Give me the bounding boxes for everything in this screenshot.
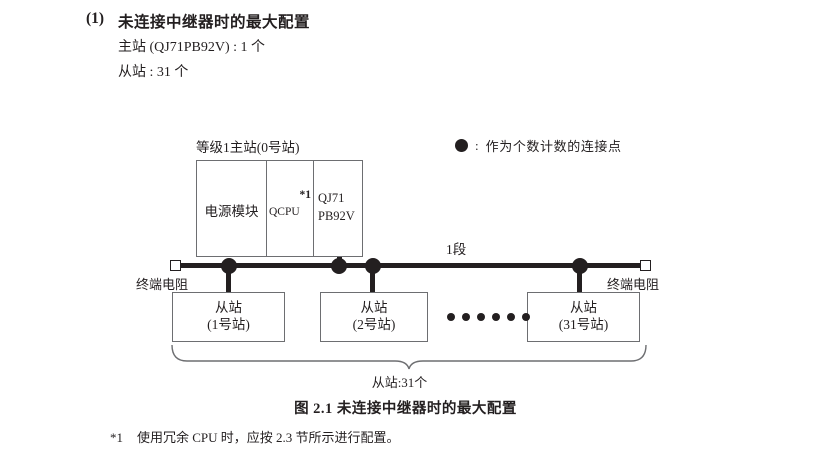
footnote: *1 使用冗余 CPU 时，应按 2.3 节所示进行配置。 [110,427,400,446]
spec-master-count: 主站 (QJ71PB92V) : 1 个 [118,40,266,55]
footnote-text: 使用冗余 CPU 时，应按 2.3 节所示进行配置。 [137,430,400,445]
legend-label: 作为个数计数的连接点 [485,139,622,154]
slave31-drop-lead [577,266,582,293]
legend: : 作为个数计数的连接点 [455,136,622,155]
power-supply-module-cell: 电源模块 [197,161,266,258]
slave-box-2-line1: 从站 [360,300,388,316]
page-title: 未连接中继器时的最大配置 [118,14,311,31]
legend-colon: : [475,137,479,153]
slave-box-31-line1: 从站 [570,300,597,316]
slave-box-2-line2: (2号站) [352,317,396,332]
module-divider-2 [313,161,314,256]
power-supply-module-label: 电源模块 [204,203,259,219]
slave-box-1-line2: (1号站) [207,317,250,332]
slave1-drop-lead [226,266,231,293]
terminator-left-label: 终端电阻 [136,277,189,292]
slave2-drop-lead [370,266,375,293]
figure-caption-text: 图 2.1 未连接中继器时的最大配置 [294,401,517,417]
brace-label: 从站:31个 [0,372,821,391]
slave-station-box-2: 从站 (2号站) [320,292,428,342]
network-module-label-line2: PB92V [318,209,355,223]
brace-label-text: 从站:31个 [371,375,428,390]
spec-slave-count: 从站 : 31 个 [118,65,189,80]
filled-circle-icon [455,139,468,152]
terminator-left-icon [170,260,181,271]
network-bus-line [176,263,644,268]
slave-box-31-line2: (31号站) [558,317,609,332]
slave-box-1-line1: 从站 [215,300,242,316]
slave-count-brace [171,344,647,370]
ellipsis-icon [447,313,530,321]
master-station-label: 等级1主站(0号站) [196,140,300,155]
connection-point-dot-master [331,258,347,274]
qcpu-label: QCPU [269,206,300,218]
network-module-cell: QJ71 PB92V [313,161,364,258]
qcpu-footnote-marker: *1 [299,189,312,201]
figure-caption: 图 2.1 未连接中继器时的最大配置 [0,397,821,418]
network-module-label-line1: QJ71 [318,191,345,205]
terminator-right-icon [640,260,651,271]
slave-station-box-31: 从站 (31号站) [527,292,640,342]
qcpu-cell: QCPU *1 [266,161,313,258]
footnote-marker: *1 [110,430,123,445]
terminator-right-label: 终端电阻 [607,277,660,292]
heading-number: (1) [86,10,105,27]
module-divider-1 [266,161,267,256]
slave-station-box-1: 从站 (1号站) [172,292,285,342]
segment-label: 1段 [446,242,467,257]
master-module-box: 电源模块 QCPU *1 QJ71 PB92V [196,160,363,257]
